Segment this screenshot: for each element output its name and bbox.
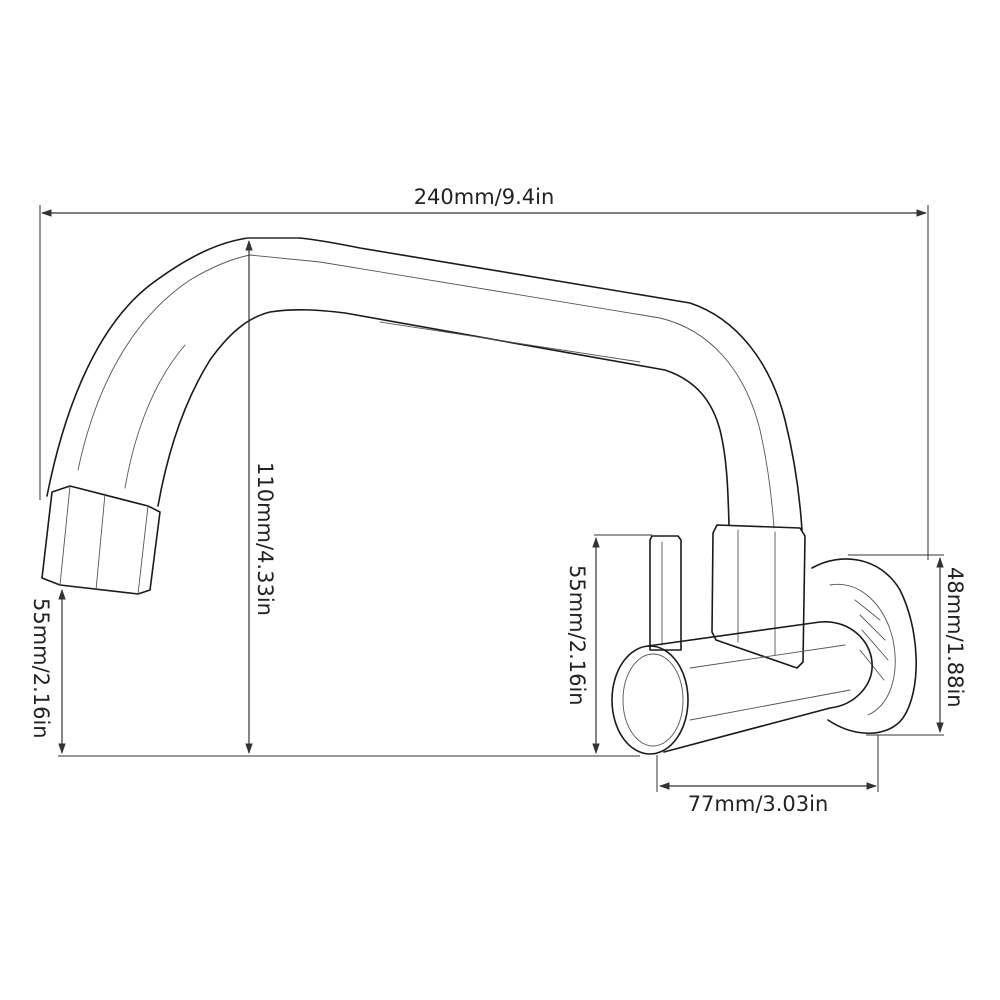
spout-highlight-2 [249,254,775,529]
spout-height-label: 110mm/4.33in [253,462,277,616]
spout-inner-contour [157,308,730,526]
spout-outer-contour [46,237,803,531]
handle-height-label: 55mm/2.16in [565,565,589,706]
flange-detail-1 [854,599,889,681]
aerator-facet-1 [59,485,71,586]
dimension-annotations: 240mm/9.4in 110mm/4.33in 55mm/2.16in 55m… [29,185,967,816]
aerator-facet-2 [137,505,149,595]
spout-highlight-1 [77,254,251,471]
handle-lever [649,535,682,651]
spout-highlight-3 [124,344,186,489]
body-depth-label: 77mm/3.03in [688,792,829,816]
width-label: 240mm/9.4in [414,185,555,209]
valve-body-endcap [611,645,689,755]
faucet-illustration [41,237,917,755]
spout-aerator [41,485,161,595]
spout-collar [711,524,806,669]
flange-diameter-label: 48mm/1.88in [943,567,967,708]
valve-endcap-rim [622,653,684,747]
wall-flange [811,558,917,735]
valve-body [647,621,873,753]
valve-body-highlight [689,644,851,721]
aerator-facet-3 [95,493,106,591]
outlet-height-label: 55mm/2.16in [29,598,53,739]
spout-highlight-4 [379,321,641,363]
flange-inner-ring [829,583,896,716]
